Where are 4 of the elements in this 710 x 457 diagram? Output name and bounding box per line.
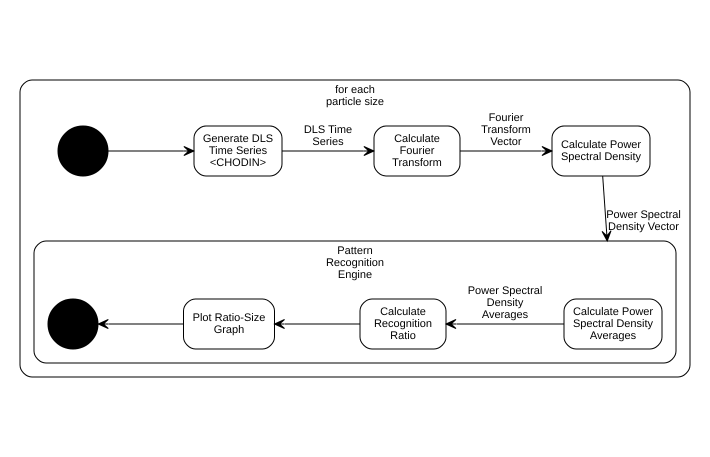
- edge-label: Fourier Transform Vector: [481, 112, 531, 148]
- edge-label: DLS Time Series: [304, 124, 352, 148]
- edge-label: Power Spectral Density Averages: [468, 284, 542, 321]
- edge-label: Power Spectral Density Vector: [606, 208, 681, 233]
